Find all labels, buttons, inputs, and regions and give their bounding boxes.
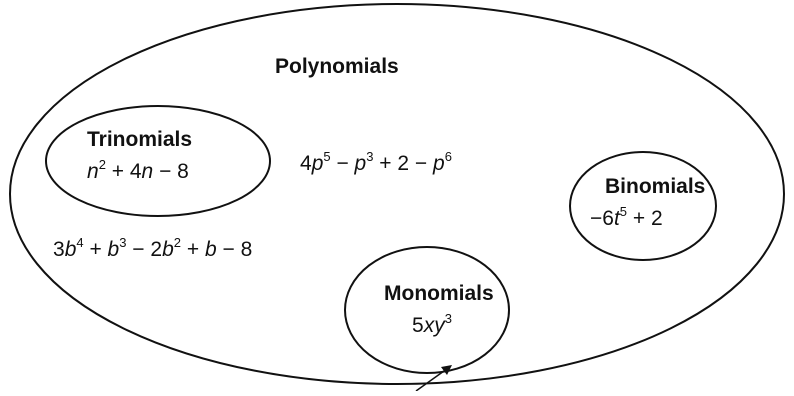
binomials-example: −6t5 + 2 [590,204,663,230]
monomials-example: 5xy3 [412,311,452,337]
pointer-line [415,370,445,392]
trinomials-example: n2 + 4n − 8 [87,157,189,183]
binomials-label: Binomials [605,175,706,198]
monomials-ellipse [344,246,510,374]
polynomials-example-2: 3b4 + b3 − 2b2 + b − 8 [53,235,253,261]
polynomials-label: Polynomials [275,55,399,78]
arrowhead-icon [441,365,452,375]
trinomials-label: Trinomials [87,128,193,151]
binomials-ellipse [569,151,717,261]
polynomials-ellipse [9,3,785,385]
polynomials-example-1: 4p5 − p3 + 2 − p6 [300,149,452,175]
monomials-label: Monomials [384,282,494,305]
trinomials-ellipse [45,105,271,217]
